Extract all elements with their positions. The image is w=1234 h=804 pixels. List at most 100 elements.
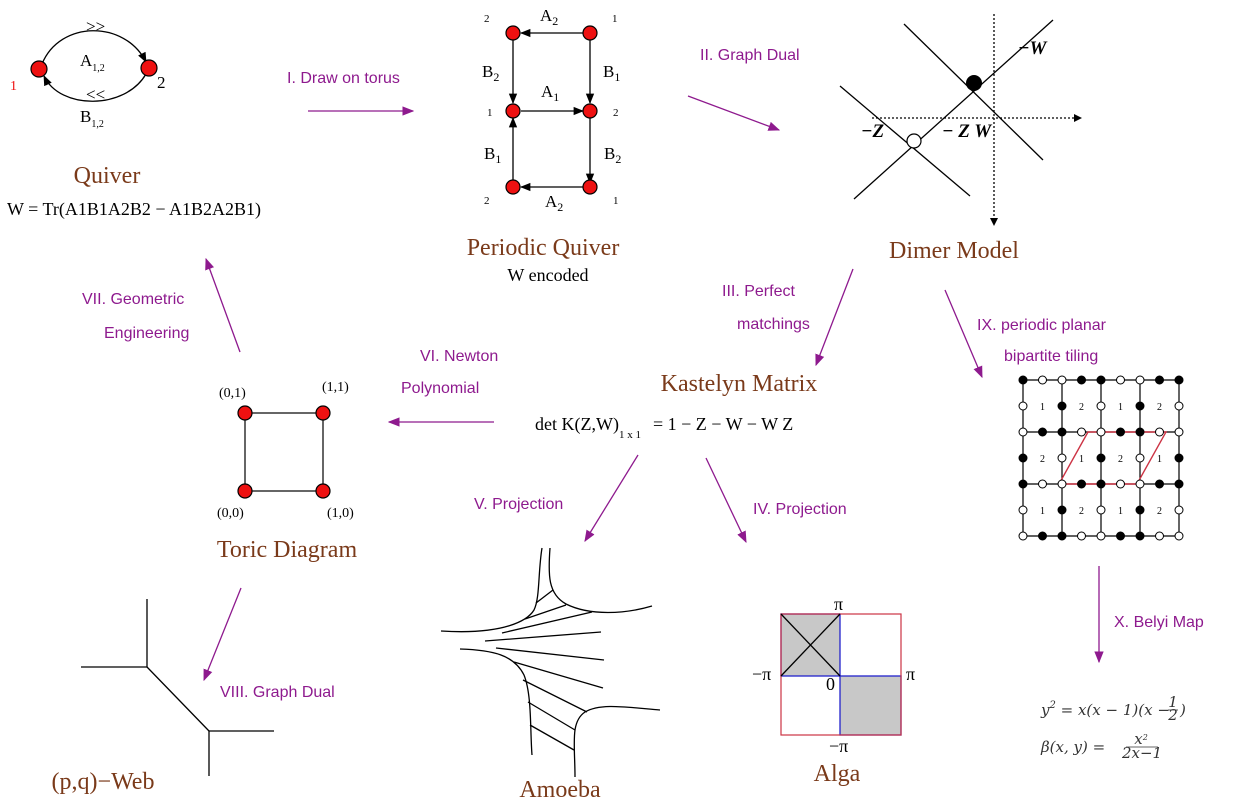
tiling-white-node bbox=[1135, 375, 1145, 385]
pq-label-tr: 1 bbox=[612, 13, 618, 25]
tiling-black-node bbox=[1135, 531, 1145, 541]
tiling-cell-label: 2 bbox=[1157, 506, 1162, 517]
tiling-white-node bbox=[1096, 531, 1106, 541]
kastelyn-det-left: det K(Z,W) bbox=[535, 414, 619, 435]
quiver-edge-a-label: A bbox=[80, 51, 93, 70]
tiling-white-node bbox=[1018, 531, 1028, 541]
periodic-quiver-title: Periodic Quiver bbox=[467, 235, 620, 261]
tiling-cell-label: 1 bbox=[1118, 402, 1123, 413]
toric-node-11 bbox=[315, 405, 331, 421]
toric-node-00 bbox=[237, 483, 253, 499]
tiling-black-node bbox=[1077, 375, 1086, 385]
arrow-step-3 bbox=[815, 268, 854, 367]
pq-node-ml bbox=[505, 103, 521, 119]
pq-label-ml: 1 bbox=[487, 107, 493, 119]
arrow-step-2 bbox=[687, 95, 781, 131]
step-7-label-a: VII. Geometric bbox=[82, 291, 184, 308]
toric-coord-10: (1,0) bbox=[327, 506, 354, 521]
svg-text:A1: A1 bbox=[541, 82, 559, 104]
svg-text:y2 = x(x − 1)(x −: y2 = x(x − 1)(x − bbox=[1040, 700, 1170, 719]
quiver-graph: >> << 1 2 A1,2 B1,2 bbox=[10, 17, 166, 130]
tiling-cell-label: 2 bbox=[1118, 454, 1123, 465]
tiling-white-node bbox=[1174, 505, 1184, 515]
alga-graph: π π −π −π 0 bbox=[752, 594, 915, 756]
pq-a-top-sub: 2 bbox=[552, 14, 558, 28]
tiling-cell-label: 1 bbox=[1040, 402, 1045, 413]
svg-text:x2: x2 bbox=[1134, 730, 1148, 748]
tiling-black-node bbox=[1057, 401, 1067, 411]
tiling-black-node bbox=[1038, 531, 1047, 541]
svg-text:B1,2: B1,2 bbox=[80, 107, 104, 130]
dimer-minus-w: −W bbox=[1018, 38, 1048, 59]
tiling-cell-label: 2 bbox=[1157, 402, 1162, 413]
pq-b-ul-sub: 2 bbox=[493, 70, 499, 84]
step-3-label-a: III. Perfect bbox=[722, 283, 795, 300]
tiling-black-node bbox=[1116, 427, 1125, 437]
step-7-label-b: Engineering bbox=[104, 325, 189, 342]
arrow-step-5 bbox=[584, 454, 639, 542]
tiling-black-node bbox=[1174, 375, 1184, 385]
step-10-label: X. Belyi Map bbox=[1114, 614, 1204, 631]
tiling-black-node bbox=[1077, 479, 1086, 489]
tiling-white-node bbox=[1077, 427, 1086, 437]
tiling-white-node bbox=[1116, 375, 1125, 385]
pq-label-tl: 2 bbox=[484, 13, 490, 25]
tiling-black-node bbox=[1018, 375, 1028, 385]
tiling-white-node bbox=[1174, 427, 1184, 437]
tiling-black-node bbox=[1096, 479, 1106, 489]
pq-web-graph bbox=[81, 599, 274, 776]
tiling-black-node bbox=[1018, 479, 1028, 489]
toric-coord-11: (1,1) bbox=[322, 380, 349, 395]
tiling-cell-label: 2 bbox=[1079, 506, 1084, 517]
toric-node-01 bbox=[237, 405, 253, 421]
svg-text:<<: << bbox=[86, 85, 105, 104]
step-9-label-b: bipartite tiling bbox=[1004, 348, 1098, 365]
tiling-white-node bbox=[1174, 531, 1184, 541]
tiling-black-node bbox=[1018, 453, 1028, 463]
dimer-model-graph: −W −Z − Z W bbox=[839, 14, 1082, 226]
svg-text:B1: B1 bbox=[603, 62, 620, 84]
tiling-black-node bbox=[1057, 427, 1067, 437]
tiling-black-node bbox=[1155, 375, 1164, 385]
tiling-black-node bbox=[1057, 505, 1067, 515]
toric-title: Toric Diagram bbox=[217, 537, 358, 563]
step-5-label: V. Projection bbox=[474, 496, 563, 513]
tiling-white-node bbox=[1018, 401, 1028, 411]
tiling-cell-label: 1 bbox=[1079, 454, 1084, 465]
quiver-edge-b-label: B bbox=[80, 107, 91, 126]
alga-pi-top: π bbox=[834, 594, 843, 614]
tiling-cell-label: 1 bbox=[1118, 506, 1123, 517]
belyi-half-num: 1 bbox=[1168, 693, 1178, 711]
toric-diagram-graph: (0,1) (1,1) (0,0) (1,0) bbox=[217, 380, 354, 521]
kastelyn-det-right: = 1 − Z − W − W Z bbox=[653, 414, 793, 434]
tiling-white-node bbox=[1057, 453, 1067, 463]
tiling-black-node bbox=[1096, 453, 1106, 463]
dimer-white-node bbox=[906, 133, 922, 149]
alga-neg-pi-bottom: −π bbox=[829, 736, 848, 756]
tiling-cell-label: 1 bbox=[1157, 454, 1162, 465]
tiling-black-node bbox=[1174, 453, 1184, 463]
amoeba-graph bbox=[440, 547, 661, 778]
tiling-white-node bbox=[1038, 479, 1047, 489]
tiling-white-node bbox=[1096, 427, 1106, 437]
tiling-cell-label: 1 bbox=[1040, 506, 1045, 517]
pq-a-bot-sub: 2 bbox=[557, 200, 563, 214]
tiling-white-node bbox=[1057, 479, 1067, 489]
pq-node-mr bbox=[582, 103, 598, 119]
pq-b-lr-sub: 2 bbox=[615, 152, 621, 166]
step-9-label-a: IX. periodic planar bbox=[977, 317, 1107, 334]
belyi-curve-rhs: = x(x − 1)(x − bbox=[1056, 701, 1170, 719]
belyi-half-den: 2 bbox=[1167, 706, 1178, 724]
pq-label-br: 1 bbox=[613, 195, 619, 207]
periodic-quiver-graph: 2 1 1 2 2 1 A2 A1 A2 B2 B1 B1 B2 bbox=[482, 6, 621, 214]
step-3-label-b: matchings bbox=[737, 316, 810, 333]
svg-text:B1: B1 bbox=[484, 144, 501, 166]
tiling-black-node bbox=[1135, 401, 1145, 411]
pq-b-lr: B bbox=[604, 144, 615, 163]
amoeba-title: Amoeba bbox=[519, 777, 601, 803]
svg-text:A1,2: A1,2 bbox=[80, 51, 105, 74]
quiver-node-1 bbox=[30, 60, 48, 78]
kastelyn-title: Kastelyn Matrix bbox=[661, 371, 818, 397]
tiling-white-node bbox=[1038, 375, 1047, 385]
pq-label-bl: 2 bbox=[484, 195, 490, 207]
